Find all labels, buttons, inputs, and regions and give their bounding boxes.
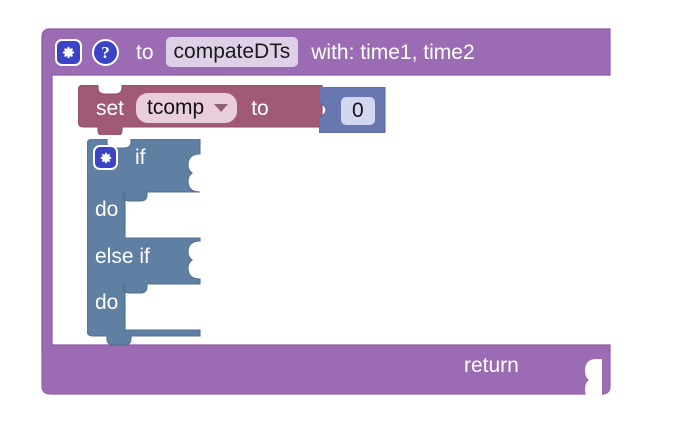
controls-if-block[interactable]: if do else if do (86, 138, 217, 354)
set-variable-block[interactable]: set tcomp to (77, 84, 328, 140)
set-label: set (96, 96, 125, 120)
do-row-2: do (95, 292, 118, 313)
return-value-socket[interactable] (585, 359, 602, 401)
help-icon-glyph: ? (101, 42, 110, 62)
to-label: to (136, 40, 154, 64)
set-block-row: set tcomp to (78, 85, 269, 131)
do-label-1: do (95, 198, 119, 221)
parameters-label: with: time1, time2 (311, 40, 475, 64)
variable-dropdown[interactable]: tcomp (136, 93, 238, 123)
if-row: if (93, 145, 146, 170)
do-row-1: do (95, 199, 118, 220)
procedure-header-row: ? to compateDTs with: time1, time2 (42, 29, 475, 75)
return-label: return (464, 354, 519, 377)
if-block-outline (86, 138, 201, 346)
help-icon[interactable]: ? (92, 38, 119, 66)
if-label: if (135, 146, 146, 169)
procedure-name-field[interactable]: compateDTs (165, 37, 299, 67)
gear-icon-glyph (100, 152, 111, 163)
gear-icon[interactable] (93, 145, 118, 170)
number-input-field[interactable]: 0 (341, 97, 375, 125)
if-block-shape (86, 138, 201, 346)
gear-icon-glyph (62, 46, 75, 58)
return-bar-fill (42, 353, 610, 394)
variable-dropdown-label: tcomp (147, 96, 205, 119)
else-if-label: else if (95, 245, 150, 268)
set-to-label: to (251, 96, 269, 120)
do-label-2: do (95, 291, 119, 314)
else-if-row: else if (95, 246, 150, 267)
number-value-block[interactable]: 0 (318, 86, 389, 138)
chevron-down-icon (214, 103, 229, 112)
gear-icon[interactable] (55, 38, 82, 66)
